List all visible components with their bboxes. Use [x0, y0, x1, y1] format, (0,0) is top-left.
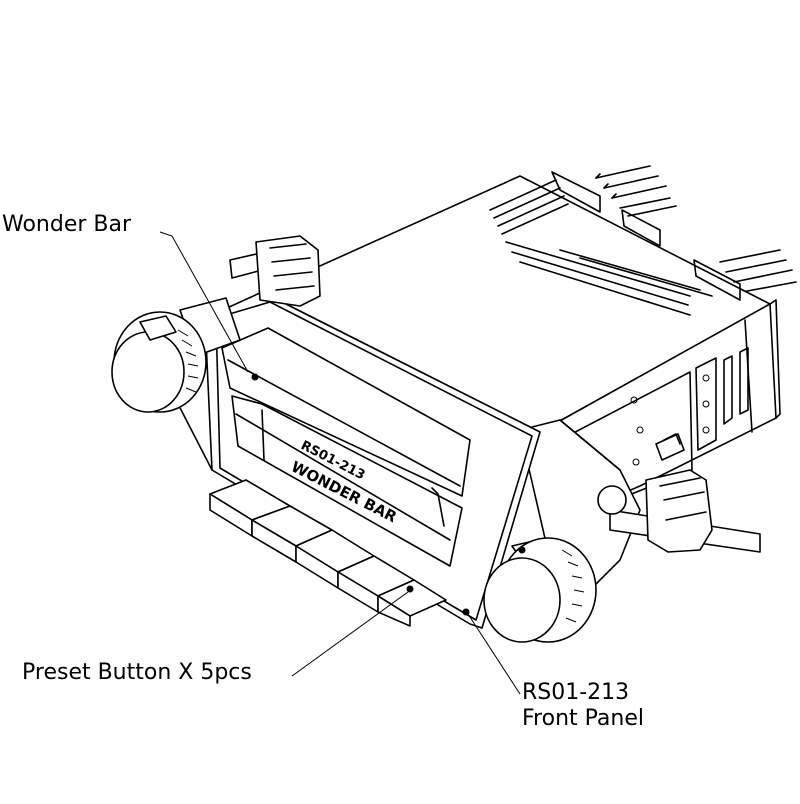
preset-buttons [209, 479, 447, 627]
front-panel-model-label: RS01-213 [522, 680, 630, 705]
left-knob [111, 235, 321, 413]
rear-connector-pins [595, 165, 797, 293]
wonder-bar-leader [159, 231, 249, 373]
dial-window [231, 395, 463, 567]
preset-button-callout: Preset Button X 5pcs [22, 660, 252, 685]
preset-button-leader [291, 591, 409, 677]
front-panel-name-label: Front Panel [522, 706, 644, 731]
leader-lines [159, 231, 521, 695]
wonder-bar-callout: Wonder Bar [2, 212, 132, 237]
front-panel-leader [467, 613, 521, 695]
front-panel-callout: RS01-213 Front Panel [522, 680, 644, 732]
top-vent-slots [489, 179, 713, 316]
front-panel: RS01-213 WONDER BAR [175, 291, 541, 629]
wonder-bar [221, 327, 471, 497]
right-knob [483, 537, 597, 643]
